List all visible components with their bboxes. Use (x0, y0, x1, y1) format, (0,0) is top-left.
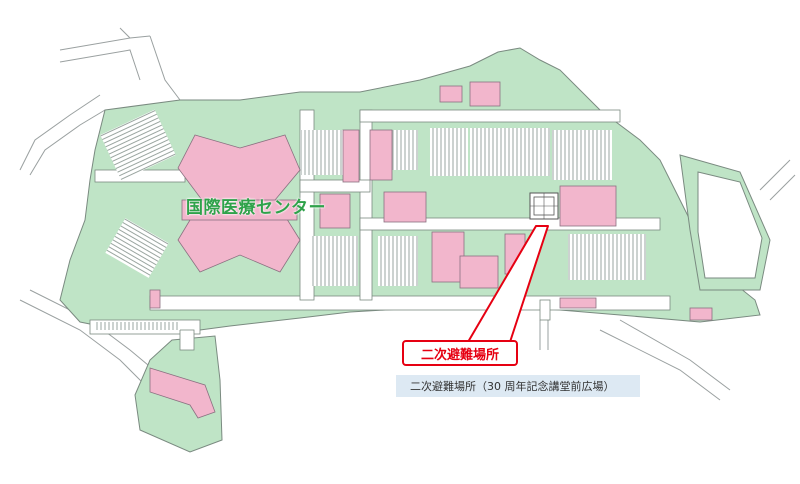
building-southwest-annex (149, 367, 216, 419)
facility-label: 国際医療センター (186, 198, 326, 218)
buildings (149, 81, 713, 419)
parking-lots (96, 109, 646, 330)
east-annex-field (697, 171, 763, 279)
evacuation-caption: 二次避難場所（30 周年記念講堂前広場） (396, 375, 640, 397)
campus-ground (59, 47, 761, 333)
outer-roads (19, 27, 796, 401)
evacuation-plaza-marker (529, 192, 559, 220)
evacuation-callout: 二次避難場所 (402, 340, 518, 366)
